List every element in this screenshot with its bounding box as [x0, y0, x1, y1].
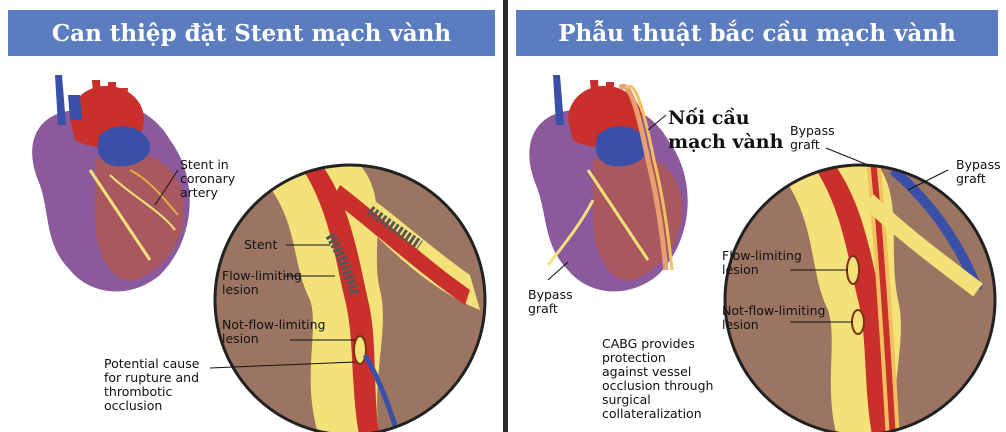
- bypass-illustration: [508, 0, 1006, 432]
- label-bypass-graft-top: Bypass graft: [790, 124, 835, 152]
- label-noi-cau: Nối cầu mạch vành: [668, 106, 783, 154]
- stent-illustration: [0, 0, 503, 432]
- label-bypass-graft-left: Bypass graft: [528, 288, 573, 316]
- label-flow-limiting: Flow-limiting lesion: [722, 249, 802, 277]
- label-not-flow-limiting: Not-flow-limiting lesion: [722, 304, 826, 332]
- magnified-artery-circle: [725, 160, 995, 432]
- heart-illustration: [529, 75, 687, 291]
- stent-panel: Can thiệp đặt Stent mạch vành: [0, 0, 503, 432]
- heart-illustration: [32, 75, 190, 291]
- label-flow-limiting: Flow-limiting lesion: [222, 269, 302, 297]
- label-stent-in-artery: Stent in coronary artery: [180, 158, 235, 200]
- label-stent: Stent: [244, 238, 277, 252]
- label-potential-cause: Potential cause for rupture and thrombot…: [104, 357, 199, 413]
- label-cabg: CABG provides protection against vessel …: [602, 337, 713, 421]
- label-bypass-graft-right: Bypass graft: [956, 158, 1001, 186]
- magnified-artery-circle: [215, 165, 485, 432]
- bypass-panel: Phẫu thuật bắc cầu mạch vành: [508, 0, 1006, 432]
- label-not-flow-limiting: Not-flow-limiting lesion: [222, 318, 326, 346]
